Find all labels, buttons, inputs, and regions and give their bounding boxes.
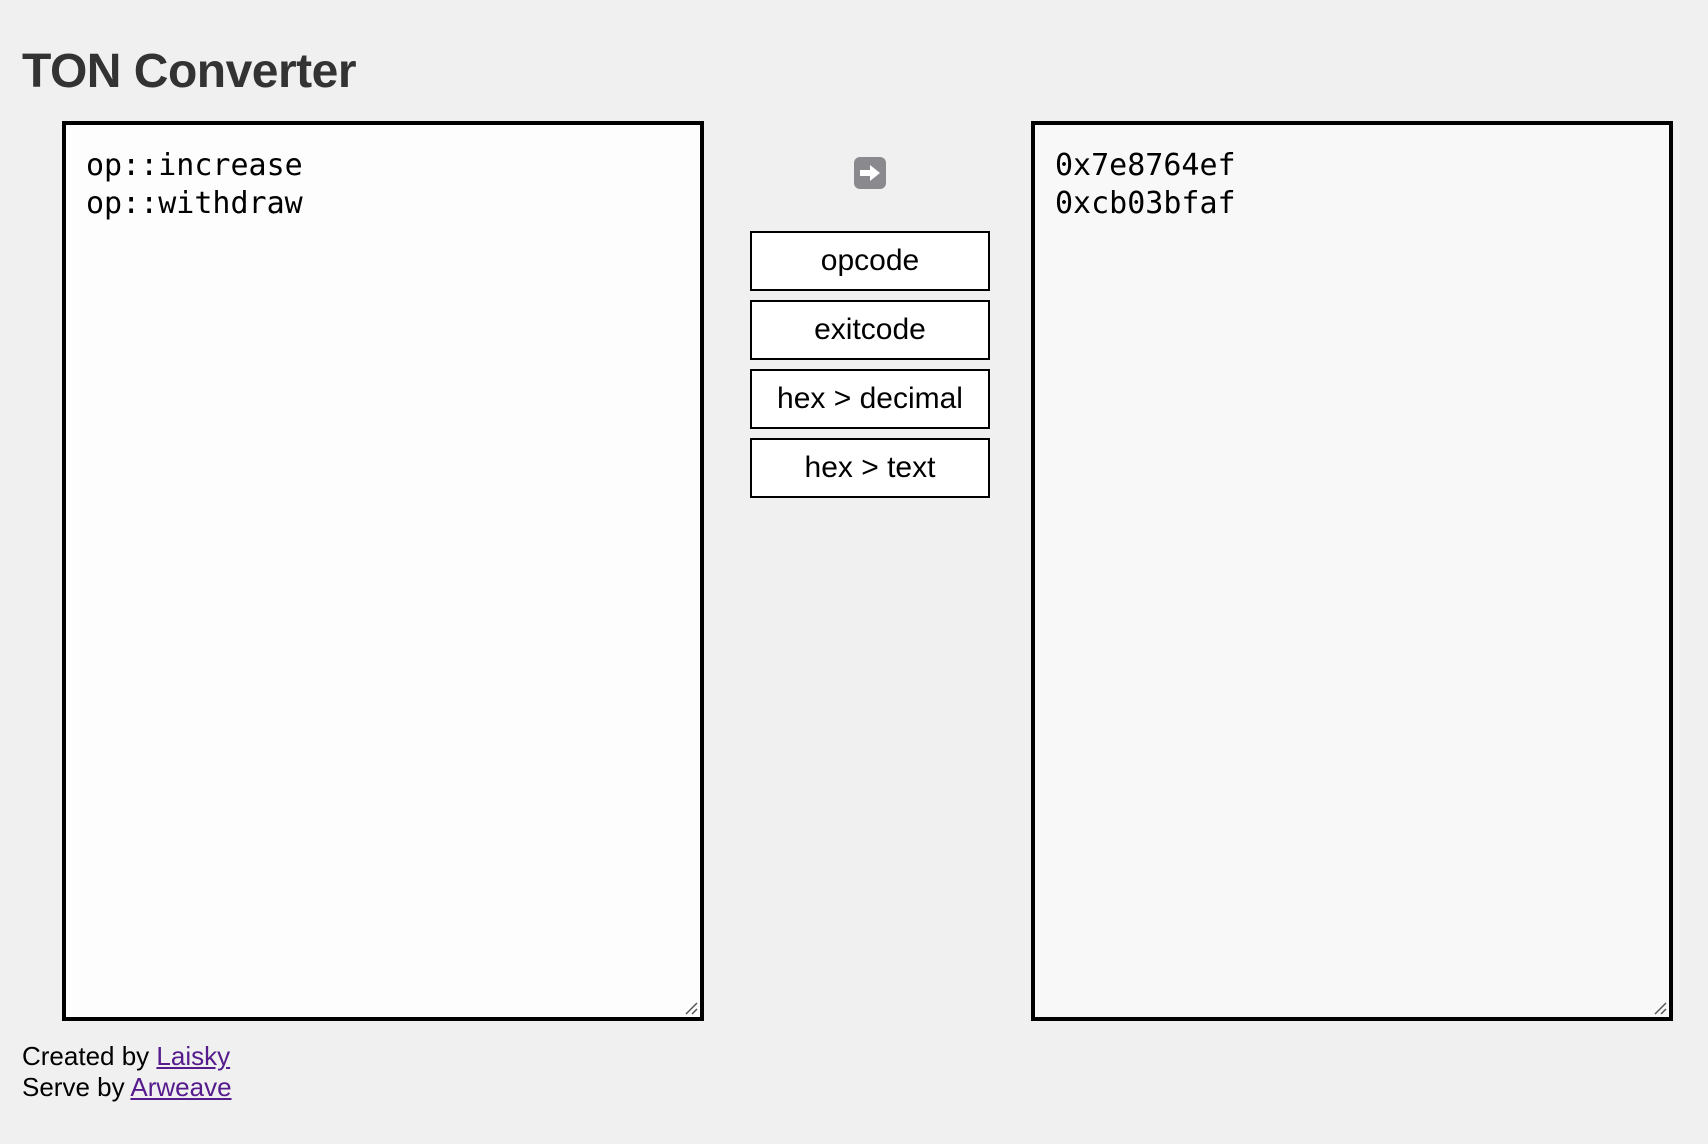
output-textarea[interactable]: 0x7e8764ef 0xcb03bfaf [1031, 121, 1673, 1021]
footer: Created by Laisky Serve by Arweave [22, 1041, 232, 1103]
created-by-line: Created by Laisky [22, 1041, 232, 1072]
exitcode-button[interactable]: exitcode [750, 300, 990, 360]
serve-by-line: Serve by Arweave [22, 1072, 232, 1103]
right-arrow-icon [854, 157, 886, 189]
hex-to-text-button[interactable]: hex > text [750, 438, 990, 498]
opcode-button[interactable]: opcode [750, 231, 990, 291]
arweave-link[interactable]: Arweave [130, 1072, 232, 1102]
resize-handle-icon[interactable] [684, 1001, 698, 1015]
serve-by-label: Serve by [22, 1072, 131, 1102]
laisky-link[interactable]: Laisky [156, 1041, 231, 1071]
resize-handle-icon[interactable] [1653, 1001, 1667, 1015]
page-title: TON Converter [22, 45, 357, 98]
created-by-label: Created by [22, 1041, 157, 1071]
input-text[interactable]: op::increase op::withdraw [86, 148, 303, 221]
hex-to-decimal-button[interactable]: hex > decimal [750, 369, 990, 429]
output-text[interactable]: 0x7e8764ef 0xcb03bfaf [1055, 148, 1236, 221]
input-textarea[interactable]: op::increase op::withdraw [62, 121, 704, 1021]
